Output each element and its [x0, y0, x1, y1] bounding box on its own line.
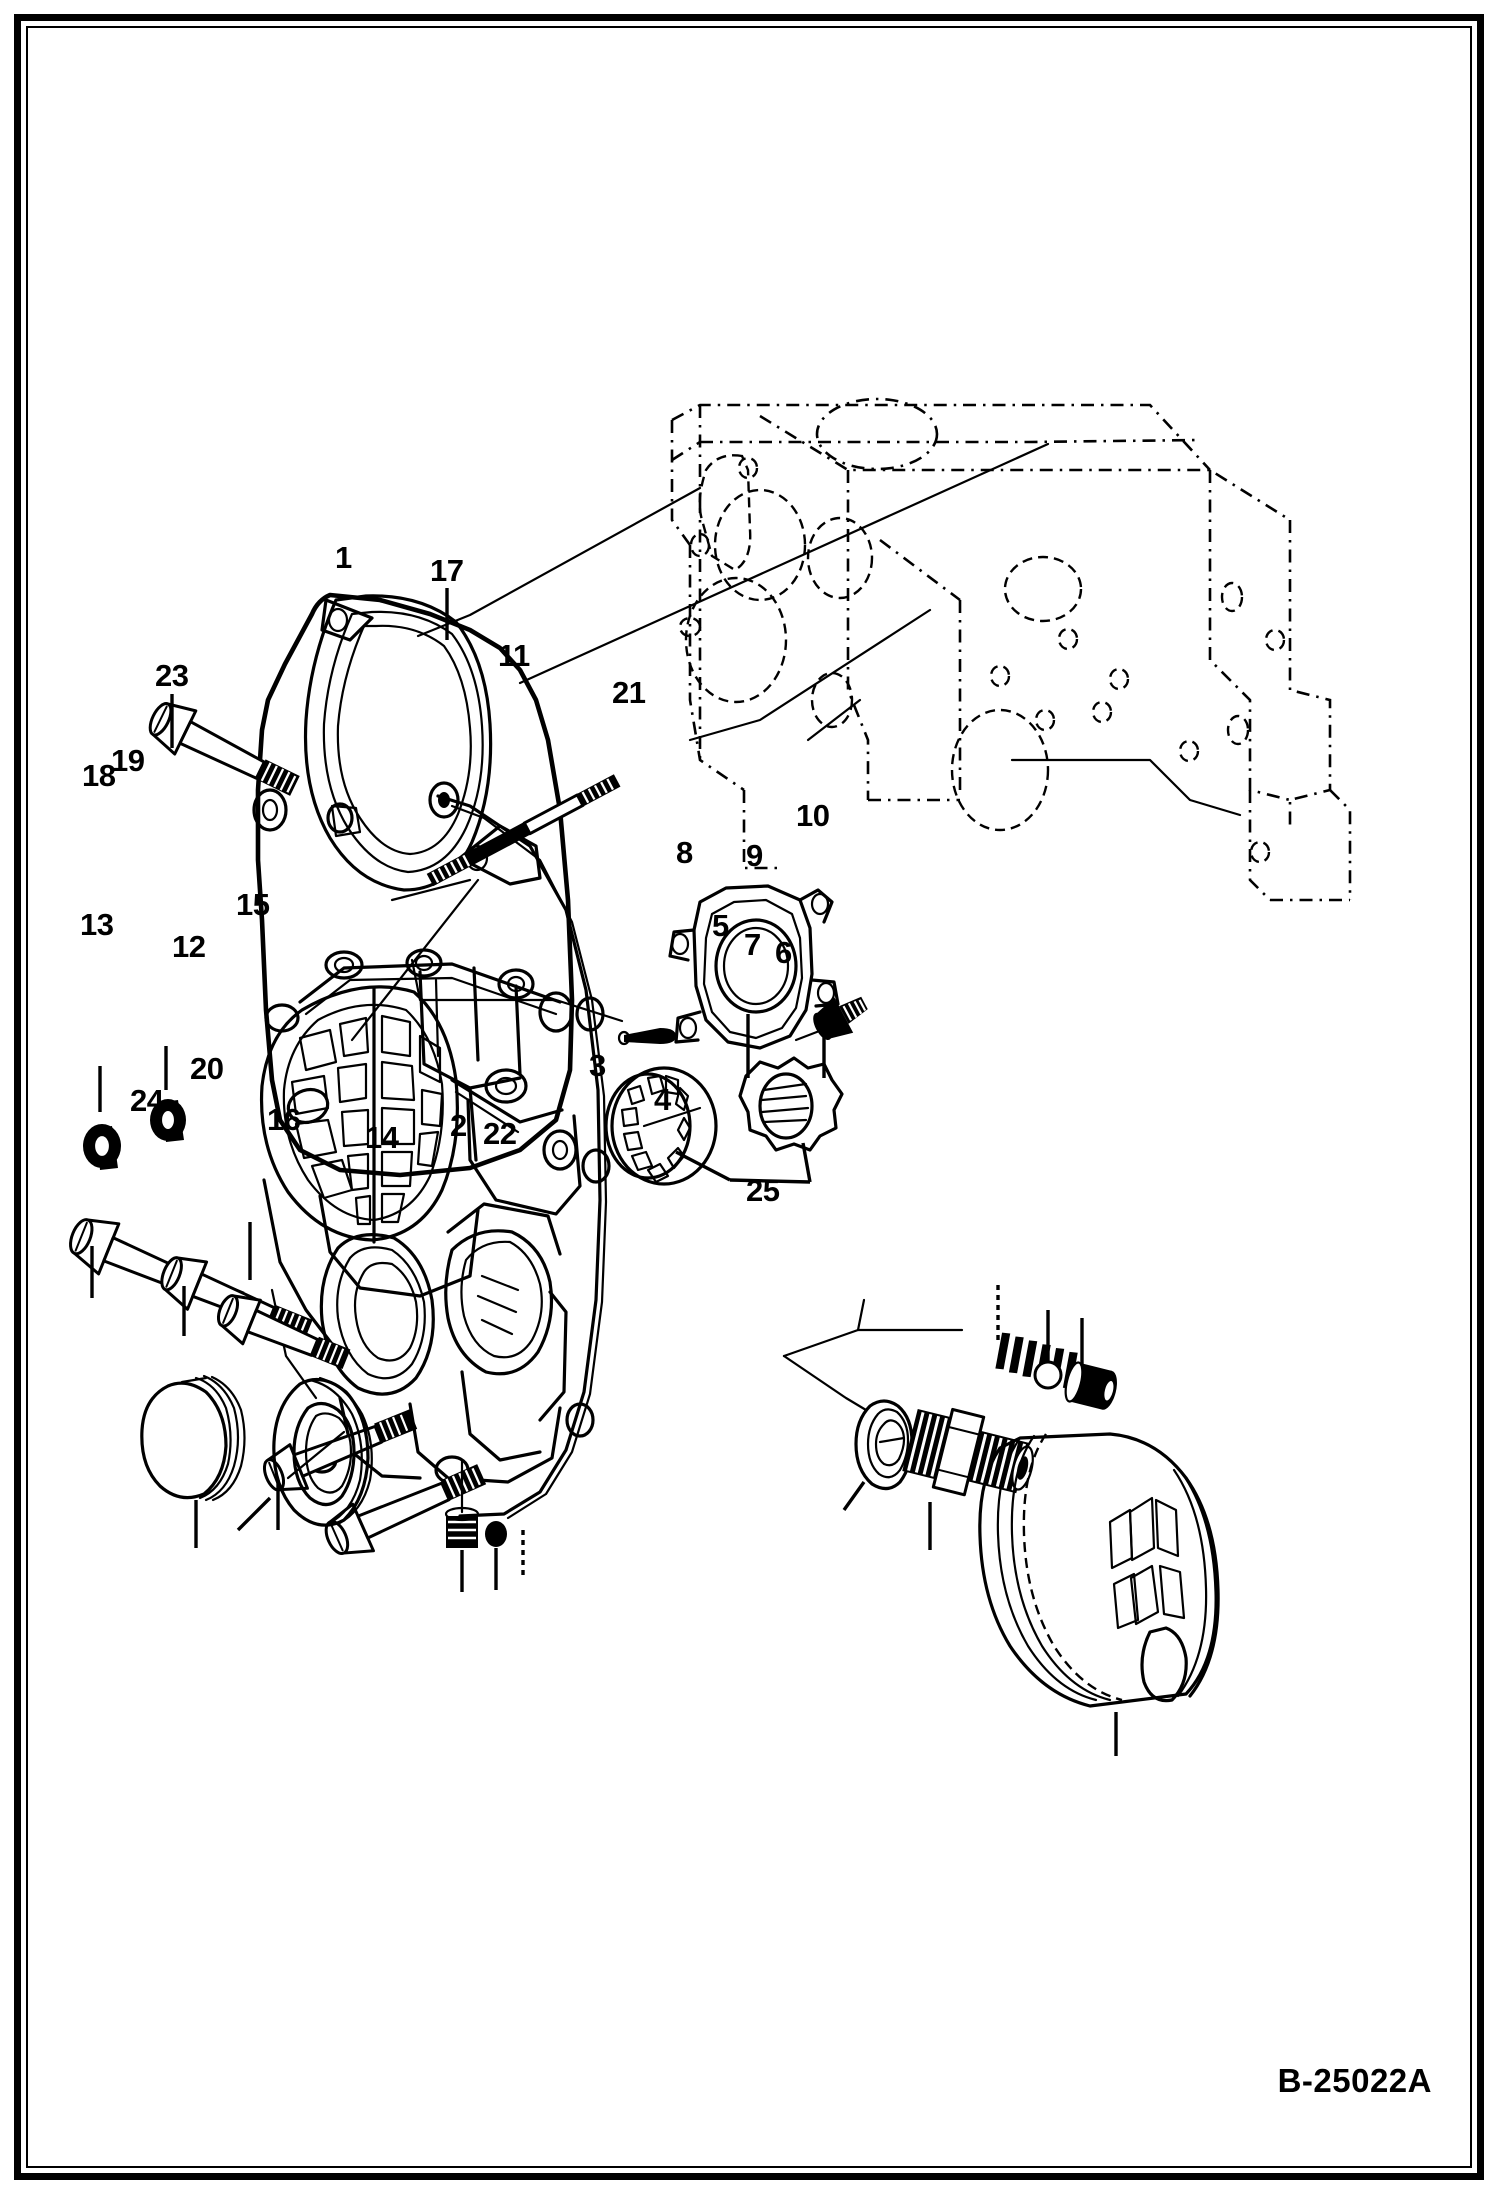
callout-14: 14 — [365, 1120, 399, 1155]
callout-7: 7 — [744, 927, 761, 962]
part-17-stud-bolt — [426, 588, 621, 887]
callout-11: 11 — [498, 638, 530, 673]
part-22-dowel-pin — [485, 1521, 507, 1590]
callout-8: 8 — [676, 835, 693, 870]
part-24-welch-plug — [140, 1374, 246, 1548]
page-frame-outer — [14, 14, 1484, 2180]
callout-24: 24 — [130, 1083, 164, 1118]
callout-21: 21 — [612, 675, 646, 710]
gear-case-upper-ribs — [286, 948, 564, 1162]
callout-9: 9 — [746, 838, 763, 873]
inner-rotor — [738, 1056, 844, 1152]
part-19-lock-washer — [150, 1046, 186, 1142]
engine-block-phantom — [670, 397, 1352, 902]
callout-12: 12 — [172, 929, 206, 964]
gear-case-gasket — [326, 781, 611, 1520]
assembly-leader-lines — [410, 442, 1242, 1023]
part-21-dowel-pin — [617, 1028, 676, 1046]
part-10-screw — [794, 996, 868, 1078]
part-15-bolt — [216, 1222, 351, 1369]
callout-3: 3 — [589, 1048, 606, 1083]
callout-1: 1 — [335, 540, 352, 575]
part-6-plug — [1064, 1361, 1117, 1410]
callout-5: 5 — [712, 908, 729, 943]
callout-19: 19 — [111, 743, 145, 778]
callout-18: 18 — [82, 758, 116, 793]
part-4-oil-filter-nipple — [902, 1407, 1034, 1550]
callout-16: 16 — [267, 1102, 301, 1137]
callout-13: 13 — [80, 907, 114, 942]
callout-15: 15 — [236, 887, 270, 922]
gear-case-oil-pump-seat — [318, 1098, 582, 1396]
callout-25: 25 — [746, 1173, 780, 1208]
part-2-plug — [444, 1458, 480, 1592]
gear-case-cover-assembly — [252, 592, 582, 1485]
callout-17: 17 — [430, 553, 464, 588]
part-20-oil-seal — [236, 1376, 373, 1532]
callout-10: 10 — [796, 798, 830, 833]
callout-20: 20 — [190, 1051, 224, 1086]
callout-6: 6 — [775, 935, 792, 970]
oil-pump-body-boss — [444, 1202, 568, 1462]
part-25-oil-filter-cartridge — [978, 1432, 1220, 1756]
part-23-bolt — [148, 694, 300, 796]
callout-4: 4 — [654, 1082, 671, 1117]
relief-valve-assembly — [782, 1285, 1117, 1412]
part-9-oil-pump-cover — [668, 884, 840, 1078]
gear-case-web-detail — [259, 985, 459, 1244]
part-8-oil-pump-rotors — [604, 1056, 844, 1186]
diagram-id-label: B-25022A — [1277, 2062, 1432, 2099]
callout-23: 23 — [155, 658, 189, 693]
callout-22: 22 — [483, 1116, 517, 1151]
part-3-gasket-washer — [842, 1399, 914, 1511]
page-frame-inner — [26, 26, 1472, 2168]
part-7-steel-ball — [1033, 1360, 1063, 1390]
part-18-washer — [83, 1066, 121, 1170]
part-14-bolt — [324, 1464, 525, 1578]
callout-2: 2 — [450, 1108, 467, 1143]
